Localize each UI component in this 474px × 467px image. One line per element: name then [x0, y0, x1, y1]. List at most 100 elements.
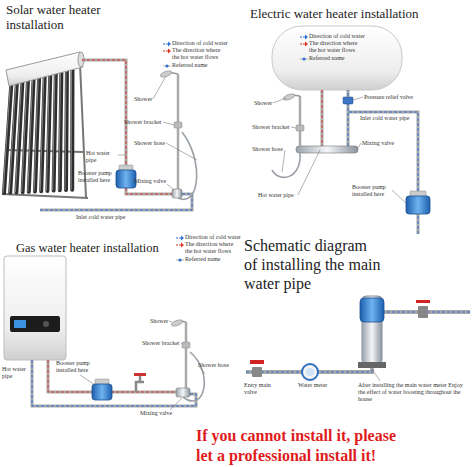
shower-bracket — [174, 122, 182, 128]
cold-flow — [246, 312, 470, 372]
booster-pump — [92, 384, 112, 400]
pump-base — [358, 362, 386, 368]
cold-flow — [40, 194, 192, 210]
legend-text: Referred name — [172, 62, 228, 69]
main-pipe — [246, 312, 470, 372]
warning-note: If you cannot install it, please let a p… — [196, 426, 474, 466]
leader-lines — [273, 97, 406, 203]
part-label: Shower — [134, 96, 152, 103]
legend-item: The direction where the hot water flows — [176, 241, 241, 255]
water-meter — [302, 364, 318, 380]
gas-panel-group — [4, 256, 205, 410]
legend-item: Referred name — [176, 256, 241, 263]
hot-flow — [322, 90, 323, 146]
heater-knob — [43, 321, 49, 327]
legend-text: Direction of cold water — [309, 33, 365, 40]
legend-swatch — [300, 56, 308, 62]
panel-title: Electric water heater installation — [250, 7, 419, 22]
shower-rail — [185, 322, 188, 388]
part-label: Booster pump installed here — [352, 184, 392, 198]
shower-bracket — [182, 342, 190, 348]
shower-rail — [177, 74, 180, 189]
legend-text: The direction where the hot water flows — [185, 241, 241, 255]
part-label: Booster pump installed here — [56, 360, 94, 374]
part-label: Mixing valve — [140, 410, 172, 417]
valve-handle — [416, 300, 430, 303]
main-pipe-group — [246, 296, 470, 381]
legend-swatch — [176, 242, 184, 248]
pipe — [32, 360, 196, 406]
legend-text: The direction where the hot water flows — [172, 47, 228, 61]
cold-flow — [32, 360, 196, 406]
legend-swatch — [300, 41, 308, 47]
part-label: Water meter — [298, 382, 328, 389]
shower-head — [171, 319, 184, 328]
legend-item: Referred name — [163, 62, 228, 69]
legend-item: Direction of cold water — [176, 234, 241, 241]
legend-swatch — [163, 48, 171, 54]
heater-screen — [14, 320, 26, 328]
valve-handle — [250, 360, 264, 364]
panel-title: Schematic diagram of installing the main… — [244, 236, 384, 294]
part-label: Hot water pipe — [86, 150, 116, 164]
panel-title: Gas water heater installation — [16, 241, 159, 255]
part-label: Hot water pipe — [258, 192, 294, 199]
part-label: Inlet cold water pipe — [76, 214, 125, 221]
legend-swatch — [176, 235, 184, 241]
outlet-valve — [418, 306, 428, 318]
legend-item: Direction of cold water — [163, 40, 228, 47]
wrap-spacer — [396, 426, 474, 442]
part-label: Shower bracket — [124, 119, 162, 126]
shower-head — [160, 70, 173, 79]
part-label: Pressure relief valve — [364, 94, 413, 101]
legend-text: Direction of cold water — [172, 40, 228, 47]
part-label: Shower hose — [134, 140, 165, 147]
mixing-valve — [176, 388, 190, 397]
legend-text: Direction of cold water — [185, 234, 241, 241]
entry-main-valve — [252, 367, 262, 377]
part-label: Shower hose — [252, 146, 283, 153]
part-label: After installing the main water meter En… — [358, 382, 470, 403]
part-label: Shower — [254, 100, 272, 107]
legend-text: Referred name — [309, 55, 365, 62]
solar-tank — [6, 52, 83, 86]
pressure-relief-valve — [343, 97, 353, 104]
legend-text: The direction where the hot water flows — [309, 40, 365, 54]
leader-lines — [80, 321, 205, 410]
gas-heater — [4, 256, 66, 360]
legend-item: Referred name — [300, 55, 365, 62]
booster-pump — [116, 170, 136, 188]
legend-item: Direction of cold water — [300, 33, 365, 40]
leader-lines — [372, 369, 380, 381]
part-label: Shower hose — [198, 362, 229, 369]
legend-swatch — [163, 63, 171, 69]
pump-motor — [360, 298, 384, 322]
shower-bracket — [296, 125, 304, 131]
faucet-handle — [134, 373, 146, 376]
legend-swatch — [163, 41, 171, 47]
electric-panel-group — [272, 26, 430, 234]
part-label: Mixing valve — [362, 140, 394, 147]
legend-swatch — [176, 257, 184, 263]
part-label: Booster pump installed here — [78, 170, 118, 184]
leader-lines — [118, 76, 197, 190]
booster-pump — [406, 196, 430, 214]
mixing-valve — [172, 189, 182, 198]
legend-swatch — [300, 34, 308, 40]
pipe — [40, 194, 192, 210]
part-label: Mixing valve — [134, 178, 166, 185]
pipe — [322, 90, 418, 234]
faucet — [136, 376, 144, 392]
legend-text: Referred name — [185, 256, 241, 263]
part-label: Shower — [150, 318, 168, 325]
panel-title: Solar water heater installation — [6, 3, 124, 33]
solar-panel-group — [2, 52, 197, 210]
part-label: Hot water pipe — [2, 366, 30, 380]
meter-dial — [306, 368, 314, 376]
legend-item: The direction where the hot water flows — [300, 40, 365, 54]
heater-display — [10, 316, 60, 332]
part-label: Shower bracket — [252, 124, 290, 131]
part-label: Entry main valve — [244, 382, 274, 396]
